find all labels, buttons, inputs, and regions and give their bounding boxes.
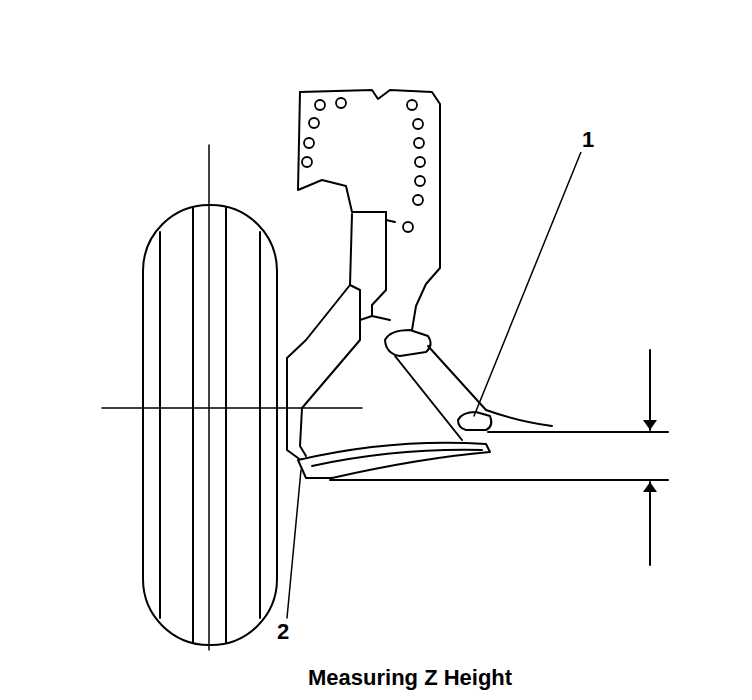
figure-caption: Measuring Z Height <box>308 667 512 689</box>
steering-knuckle <box>287 214 372 468</box>
tire-tread-lines <box>160 208 260 643</box>
wheel-centerline <box>208 145 210 650</box>
dimension-lines <box>330 350 668 565</box>
tire-outline <box>143 205 277 645</box>
callout-number: 2 <box>275 620 291 644</box>
callout-number: 1 <box>580 128 596 152</box>
strut-body <box>298 90 440 330</box>
mounting-holes <box>302 98 425 232</box>
lower-control-arm <box>298 443 490 478</box>
leader-lines <box>287 152 581 618</box>
upper-link <box>385 330 552 440</box>
wheel-centerline <box>102 407 362 409</box>
